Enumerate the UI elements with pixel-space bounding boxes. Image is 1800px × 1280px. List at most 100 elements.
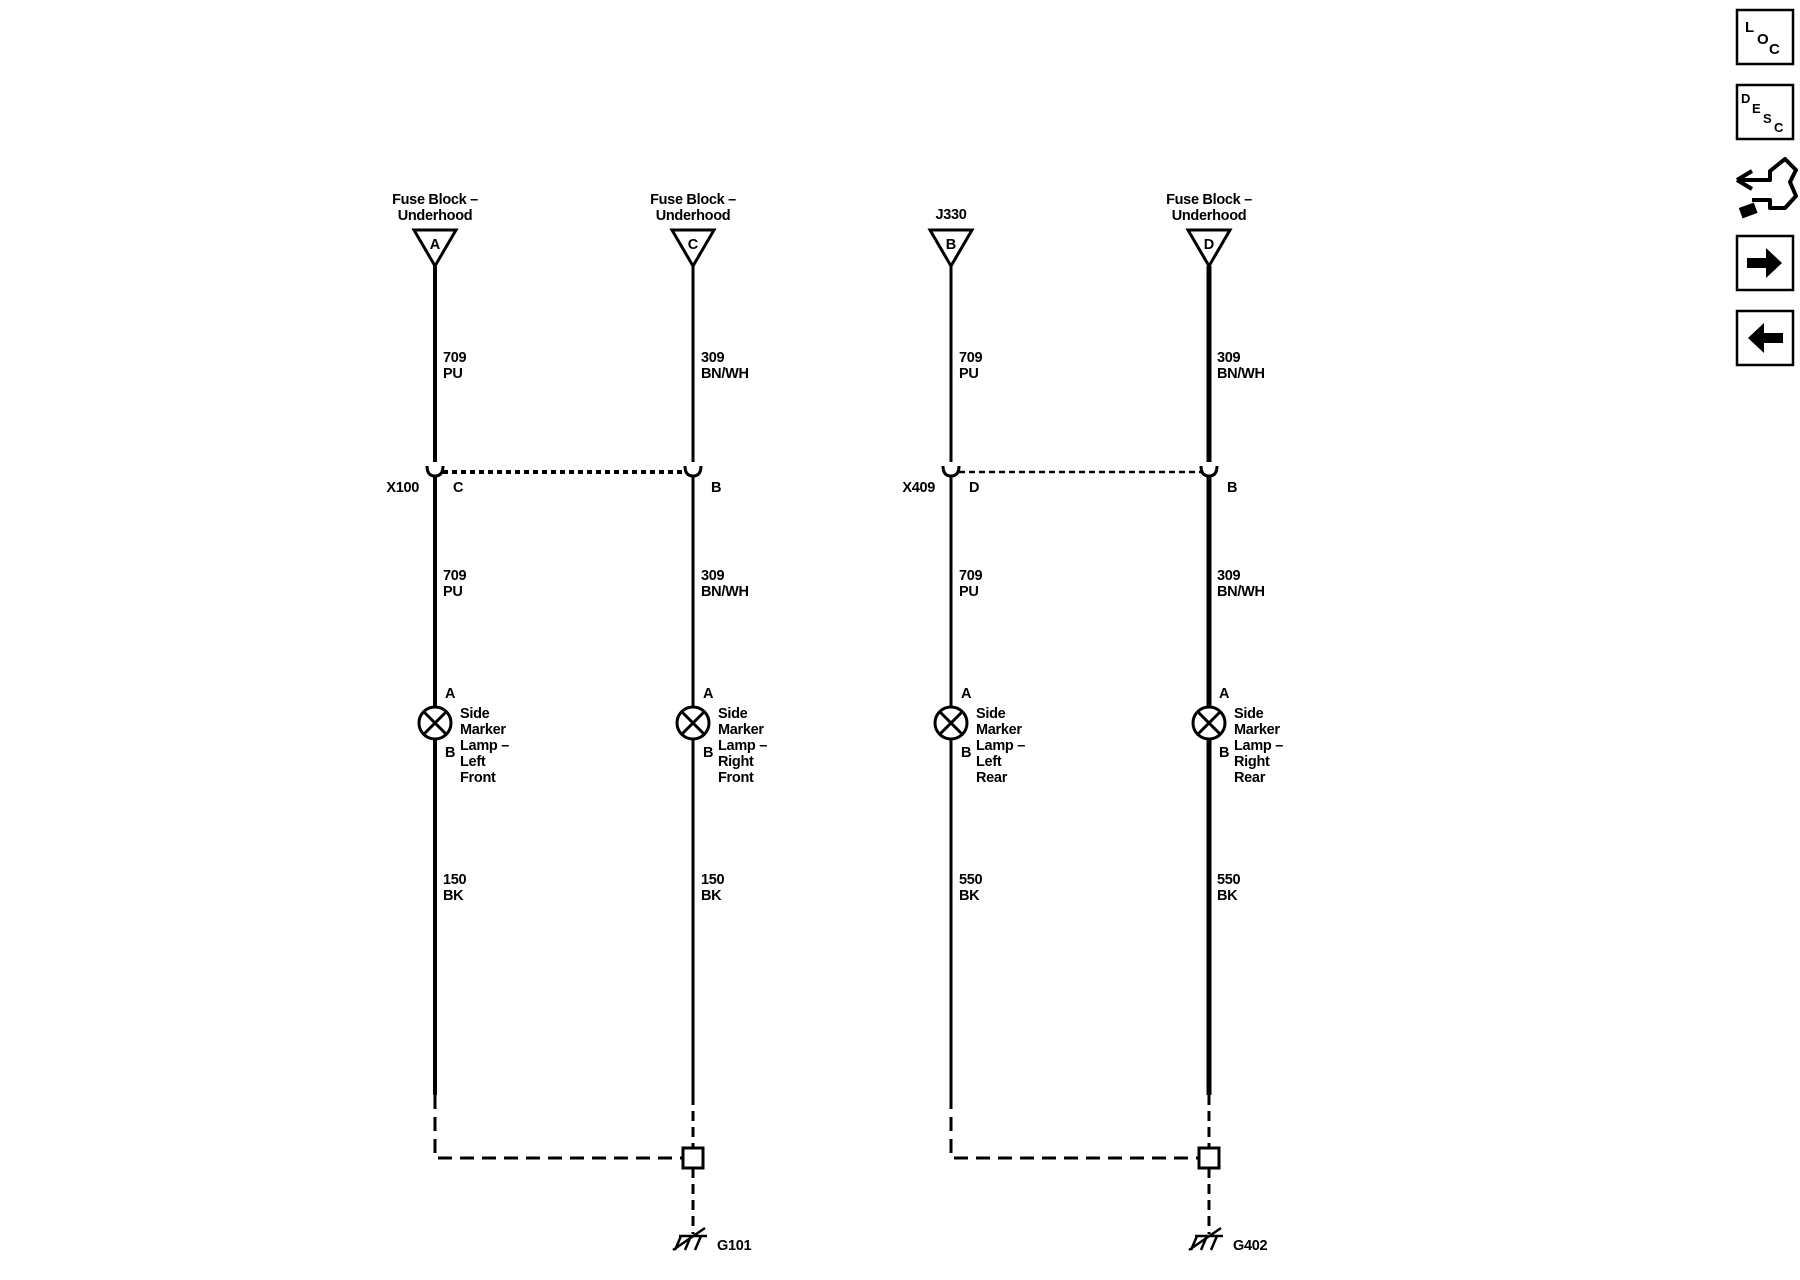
lamp-label-line: Marker	[976, 722, 1022, 738]
ground-symbol	[672, 1226, 707, 1252]
lamp-label-line: Right	[1234, 754, 1270, 770]
lamp-label-line: Marker	[718, 722, 764, 738]
upper-wire-number: 309	[701, 350, 725, 366]
lamp-cross	[422, 710, 448, 736]
ground-label: G101	[717, 1238, 752, 1254]
loc-button[interactable]: L O C	[1735, 8, 1795, 66]
loc-icon	[1735, 8, 1795, 66]
ground-network-1: G101	[433, 470, 752, 1254]
lamp-label-line: Front	[718, 770, 754, 786]
lower-wire-number: 309	[1217, 568, 1241, 584]
lamp-pin-a: A	[961, 686, 972, 702]
source-pin-label: C	[688, 237, 699, 253]
inline-connector-symbol	[683, 465, 703, 478]
upper-wire-number: 709	[443, 350, 467, 366]
desc-d-letter: D	[1741, 91, 1750, 106]
upper-wire-color: BN/WH	[1217, 366, 1265, 382]
lamp-label-line: Left	[460, 754, 486, 770]
ground-wire-number: 150	[701, 872, 725, 888]
lamp-label-line: Left	[976, 754, 1002, 770]
upper-wire-color: PU	[959, 366, 979, 382]
ground-wire-number: 150	[443, 872, 467, 888]
lamp-label-line: Right	[718, 754, 754, 770]
ground-wire-color: BK	[443, 888, 464, 904]
splice-symbol	[1197, 1146, 1221, 1170]
lamp-label-line: Marker	[460, 722, 506, 738]
source-terminal-symbol	[927, 228, 975, 269]
source-label-line2: J330	[935, 207, 966, 223]
loc-c-letter: C	[1769, 41, 1780, 58]
lower-wire-color: PU	[443, 584, 463, 600]
ground-wire-number: 550	[1217, 872, 1241, 888]
upper-wire-color: BN/WH	[701, 366, 749, 382]
source-label-line1: Fuse Block –	[650, 192, 736, 208]
source-pin-label: B	[946, 237, 956, 253]
source-terminal-symbol	[411, 228, 459, 269]
prev-page-button[interactable]	[1735, 309, 1795, 367]
loc-l-letter: L	[1745, 19, 1754, 36]
lower-wire-number: 709	[959, 568, 983, 584]
lamp-pin-b: B	[1219, 745, 1229, 761]
navigation-panel: L O C D E S C	[1735, 8, 1798, 367]
lower-wire-number: 309	[701, 568, 725, 584]
desc-button[interactable]: D E S C	[1735, 83, 1795, 141]
harness-button[interactable]	[1735, 157, 1798, 219]
source-label-line2: Underhood	[398, 208, 473, 224]
lamp-pin-a: A	[703, 686, 714, 702]
lamp-label-line: Lamp –	[718, 738, 767, 754]
ground-wire-number: 550	[959, 872, 983, 888]
lamp-pin-a: A	[1219, 686, 1230, 702]
upper-wire-color: PU	[443, 366, 463, 382]
splice-symbol	[681, 1146, 705, 1170]
ground-link-dashed	[949, 1095, 1199, 1160]
lower-wire-color: PU	[959, 584, 979, 600]
lamp-label-line: Side	[1234, 706, 1264, 722]
source-terminal-symbol	[669, 228, 717, 269]
source-label-line1: Fuse Block –	[392, 192, 478, 208]
ground-network-2: G402	[949, 470, 1268, 1254]
source-pin-label: A	[430, 237, 441, 253]
source-label-line2: Underhood	[1172, 208, 1247, 224]
desc-e-letter: E	[1752, 101, 1761, 116]
lamp-cross	[1196, 710, 1222, 736]
connector-name: X100	[386, 480, 419, 496]
lamp-label-line: Lamp –	[460, 738, 509, 754]
ground-symbol	[1188, 1226, 1223, 1252]
lamp-label-line: Side	[460, 706, 490, 722]
desc-s-letter: S	[1763, 111, 1772, 126]
lamp-label-line: Marker	[1234, 722, 1280, 738]
upper-wire-number: 309	[1217, 350, 1241, 366]
connector-pin-label: B	[1227, 480, 1237, 496]
lamp-label-line: Side	[718, 706, 748, 722]
prev-arrow-icon	[1748, 323, 1783, 353]
ground-wire-color: BK	[701, 888, 722, 904]
lamp-label-line: Front	[460, 770, 496, 786]
next-page-button[interactable]	[1735, 234, 1795, 292]
desc-c-letter: C	[1774, 120, 1784, 135]
lamp-pin-b: B	[703, 745, 713, 761]
lamp-label-line: Side	[976, 706, 1006, 722]
source-label-line1: Fuse Block –	[1166, 192, 1252, 208]
inline-connector-symbol	[1199, 465, 1219, 478]
lower-wire-color: BN/WH	[1217, 584, 1265, 600]
loc-o-letter: O	[1757, 31, 1769, 48]
inline-connector-symbol	[941, 465, 961, 478]
next-arrow-icon	[1747, 248, 1782, 278]
lamp-label-line: Rear	[976, 770, 1008, 786]
lamp-cross	[938, 710, 964, 736]
inline-connector-symbol	[425, 465, 445, 478]
source-pin-label: D	[1204, 237, 1214, 253]
lamp-cross	[680, 710, 706, 736]
connector-name: X409	[902, 480, 935, 496]
ground-label: G402	[1233, 1238, 1268, 1254]
source-terminal-symbol	[1185, 228, 1233, 269]
connector-pin-label: D	[969, 480, 979, 496]
lamp-label-line: Lamp –	[1234, 738, 1283, 754]
lamp-label-line: Lamp –	[976, 738, 1025, 754]
lamp-label-line: Rear	[1234, 770, 1266, 786]
connector-pin-label: B	[711, 480, 721, 496]
harness-icon	[1735, 157, 1798, 219]
lamp-pin-b: B	[445, 745, 455, 761]
